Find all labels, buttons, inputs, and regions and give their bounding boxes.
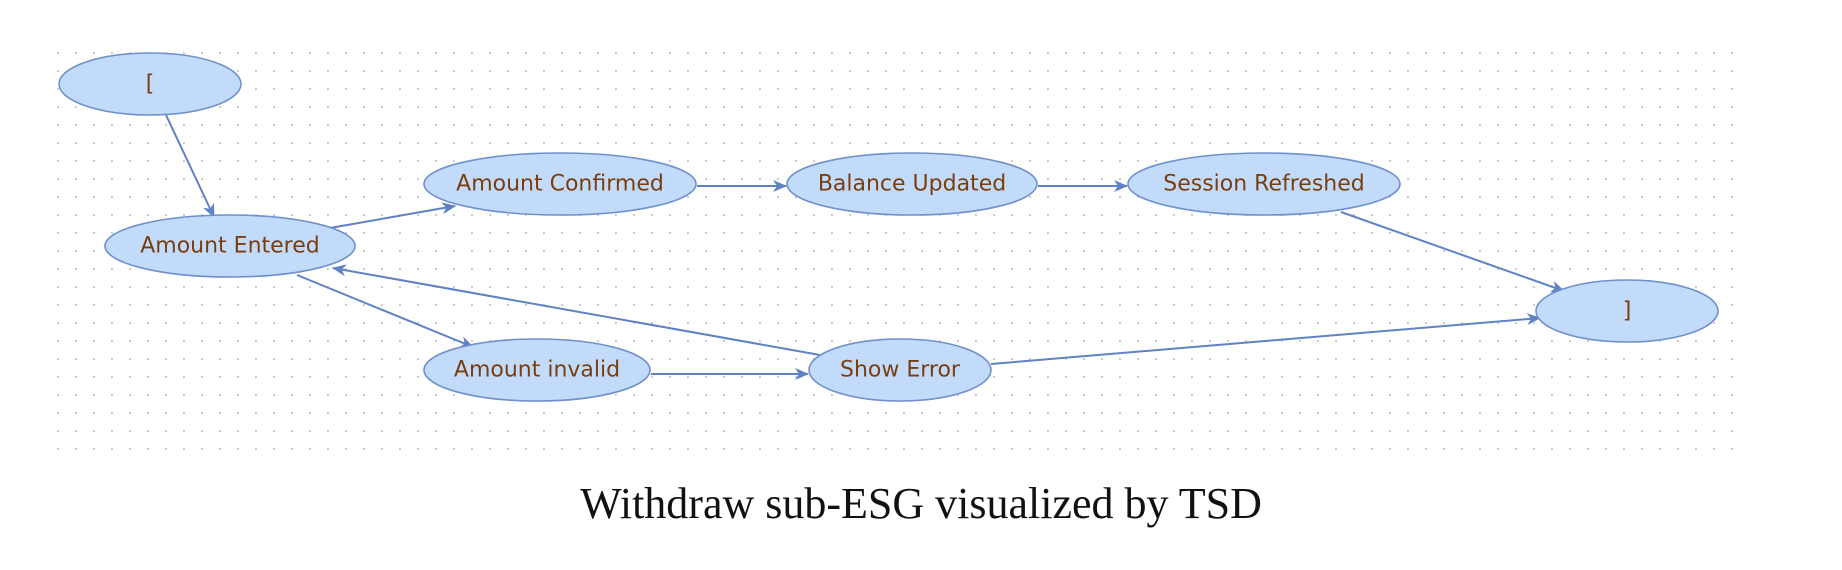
edge-show-error-to-end [990, 313, 1541, 365]
edges [165, 114, 1565, 380]
node-ellipse [423, 338, 651, 402]
node-label: Amount Entered [140, 234, 320, 259]
node-ellipse [808, 338, 992, 402]
node-label: Amount invalid [454, 358, 620, 383]
node-label: ] [1623, 299, 1632, 324]
node-ellipse [786, 152, 1038, 216]
node-show-error[interactable]: Show Error [808, 338, 992, 402]
node-end[interactable]: ] [1535, 279, 1719, 343]
edge-amount-entered-to-amount-invalid [296, 274, 474, 348]
node-balance-updated[interactable]: Balance Updated [786, 152, 1038, 216]
node-ellipse [104, 214, 356, 278]
node-start[interactable]: [ [58, 52, 242, 116]
node-ellipse [423, 152, 697, 216]
nodes: [ Amount Entered Amount Confirmed Balance U… [58, 52, 1719, 402]
edge-show-error-to-amount-entered [332, 264, 821, 356]
edge-session-refreshed-to-end [1340, 211, 1565, 293]
edge-start-to-amount-entered [165, 114, 215, 218]
node-amount-confirmed[interactable]: Amount Confirmed [423, 152, 697, 216]
edge-amount-entered-to-amount-confirmed [329, 202, 456, 229]
node-label: Balance Updated [818, 172, 1006, 197]
node-amount-invalid[interactable]: Amount invalid [423, 338, 651, 402]
node-amount-entered[interactable]: Amount Entered [104, 214, 356, 278]
node-ellipse [1127, 152, 1401, 216]
node-label: Session Refreshed [1163, 172, 1365, 197]
node-ellipse [1535, 279, 1719, 343]
node-session-refreshed[interactable]: Session Refreshed [1127, 152, 1401, 216]
figure-caption: Withdraw sub-ESG visualized by TSD [580, 479, 1262, 528]
node-label: [ [146, 72, 155, 97]
node-label: Show Error [840, 358, 961, 383]
node-ellipse [58, 52, 242, 116]
node-label: Amount Confirmed [456, 172, 664, 197]
